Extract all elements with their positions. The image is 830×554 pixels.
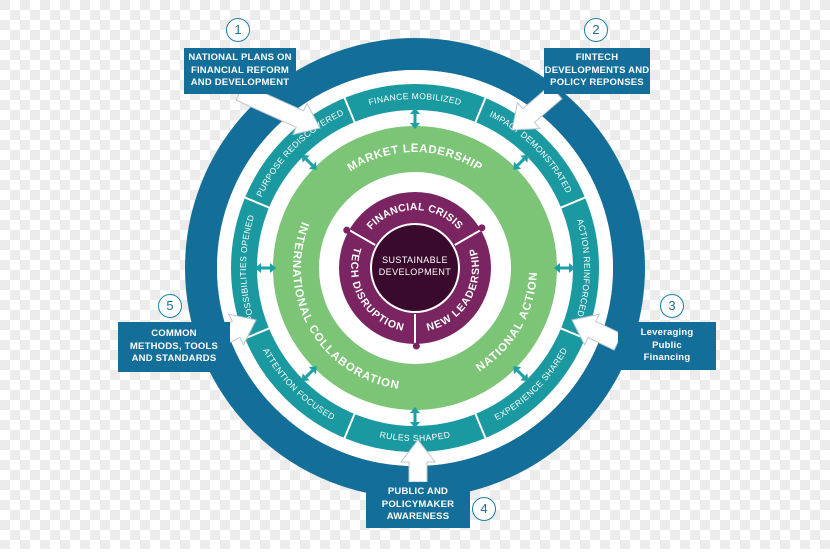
input-number-1: 1 — [226, 18, 250, 42]
outcome-divider-4 — [474, 412, 487, 440]
drivers-arrow-1 — [412, 342, 420, 350]
leadership-ring — [272, 125, 558, 411]
input-number-2: 2 — [584, 18, 608, 42]
outcome-divider-7 — [243, 196, 271, 209]
outcome-label-4: RULES SHAPED — [379, 430, 451, 444]
link-arrow-4 — [410, 407, 420, 428]
outcome-ring — [230, 83, 600, 453]
outcome-divider-1 — [474, 96, 487, 124]
input-box-3: Leveraging Public Financing — [618, 322, 716, 370]
input-number-4: 4 — [472, 497, 496, 521]
input-number-3: 3 — [660, 294, 684, 318]
input-arrow-4 — [399, 439, 437, 483]
drivers-divider-2 — [347, 228, 376, 246]
input-box-2: FINTECH DEVELOPMENTS AND POLICY REPONSES — [544, 48, 650, 94]
outcome-divider-2 — [559, 196, 587, 209]
input-box-5: COMMON METHODS, TOOLS AND STANDARDS — [118, 322, 230, 372]
input-arrow-2 — [511, 84, 563, 131]
drivers-arrow-2 — [343, 226, 351, 234]
drivers-divider-0 — [454, 228, 483, 246]
input-number-5: 5 — [158, 294, 182, 318]
center-circle — [370, 223, 460, 313]
link-arrow-7 — [301, 154, 317, 170]
drivers-arrow-0 — [478, 224, 486, 232]
input-box-4: PUBLIC AND POLICYMAKER AWARENESS — [366, 482, 470, 528]
link-arrow-3 — [513, 366, 529, 382]
outcome-divider-5 — [343, 412, 356, 440]
link-arrow-2 — [554, 263, 575, 273]
link-arrow-6 — [255, 263, 276, 273]
leadership-ring-edge-inner — [319, 172, 511, 364]
outcome-divider-0 — [343, 96, 356, 124]
link-arrow-5 — [301, 366, 317, 382]
input-arrow-3 — [571, 313, 623, 351]
link-arrow-1 — [513, 154, 529, 170]
link-arrow-0 — [410, 108, 420, 129]
outcome-divider-6 — [243, 327, 271, 340]
input-box-1: NATIONAL PLANS ON FINANCIAL REFORM AND D… — [184, 48, 296, 94]
